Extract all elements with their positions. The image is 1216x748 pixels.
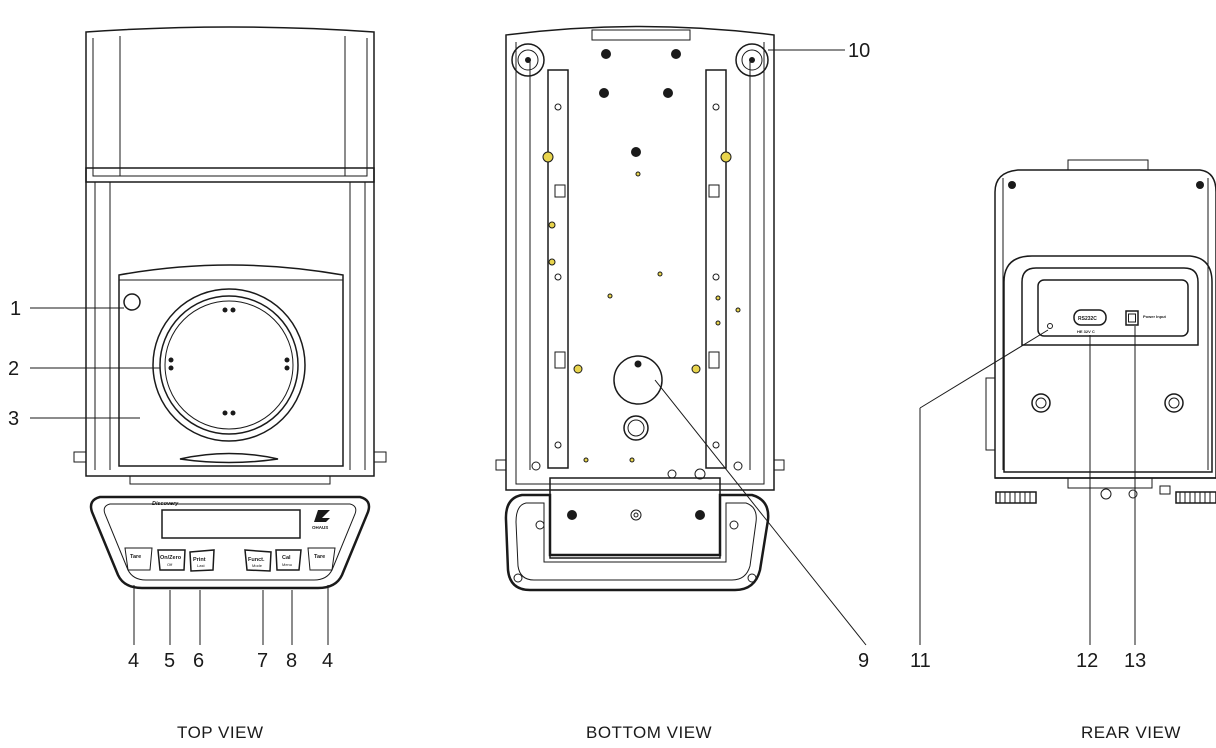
key-print[interactable]: Print Last [189, 549, 215, 572]
top-view-drawing: Discovery OHAUS Tare On/Zero Off Print L… [73, 26, 387, 590]
key-function[interactable]: Funct. Mode [244, 549, 272, 572]
rear-view-title: REAR VIEW [1081, 723, 1181, 742]
brand-label: Discovery [152, 501, 179, 507]
rear-view-drawing: RS232C HE 32V C Power Input [985, 159, 1216, 504]
callout-4-right: 4 [322, 650, 333, 672]
rear-foot-left [995, 491, 1037, 504]
rs232-port: RS232C HE 32V C [1073, 309, 1107, 334]
svg-text:Cal: Cal [282, 555, 291, 561]
rear-foot-right [1175, 491, 1216, 504]
callout-2: 2 [8, 358, 19, 380]
bottom-view-callouts: 10 9 [654, 40, 870, 672]
svg-text:Tare: Tare [314, 554, 325, 560]
svg-text:Off: Off [167, 562, 173, 567]
callout-8: 8 [286, 650, 297, 672]
callout-7: 7 [257, 650, 268, 672]
callout-11: 11 [910, 650, 931, 672]
ohaus-logo: OHAUS [312, 510, 330, 530]
callout-4-left: 4 [128, 650, 139, 672]
top-view-title: TOP VIEW [177, 723, 264, 742]
callout-6: 6 [193, 650, 204, 672]
svg-text:Funct.: Funct. [248, 557, 265, 563]
callout-13: 13 [1124, 650, 1146, 672]
svg-text:Mode: Mode [252, 563, 263, 568]
leveling-foot-left [511, 43, 545, 77]
rear-view-callouts: 11 12 13 [910, 326, 1146, 672]
logo-text: OHAUS [312, 525, 328, 530]
key-tare-left[interactable]: Tare [124, 547, 153, 571]
callout-10: 10 [848, 40, 870, 62]
key-on-zero[interactable]: On/Zero Off [157, 549, 186, 571]
callout-3: 3 [8, 408, 19, 430]
callout-1: 1 [10, 298, 21, 320]
key-calibration[interactable]: Cal Menu [275, 549, 302, 571]
svg-text:Last: Last [197, 563, 205, 568]
svg-text:Menu: Menu [282, 562, 292, 567]
svg-text:On/Zero: On/Zero [160, 555, 182, 561]
key-tare-right[interactable]: Tare [307, 547, 336, 571]
leveling-foot-right [735, 43, 769, 77]
rs232-sub-label: HE 32V C [1077, 329, 1095, 334]
svg-text:Print: Print [193, 557, 206, 563]
callout-5: 5 [164, 650, 175, 672]
bottom-view-drawing [495, 25, 785, 592]
callout-9: 9 [858, 650, 869, 672]
svg-text:Tare: Tare [130, 554, 141, 560]
power-input-label: Power Input [1143, 314, 1167, 319]
rs232-label: RS232C [1078, 316, 1097, 322]
callout-12: 12 [1076, 650, 1098, 672]
bottom-view-title: BOTTOM VIEW [586, 723, 712, 742]
power-input-jack: Power Input [1125, 310, 1167, 326]
top-view-callouts: 1 2 3 4 5 6 7 8 4 [8, 298, 333, 672]
